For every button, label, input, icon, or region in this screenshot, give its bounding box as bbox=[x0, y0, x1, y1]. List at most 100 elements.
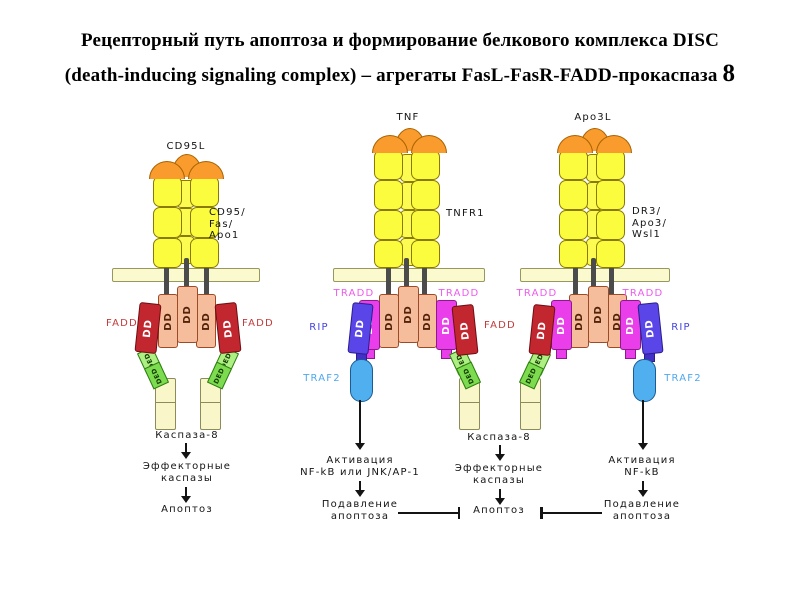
rip-label: RIP bbox=[309, 322, 329, 333]
receptor-block bbox=[596, 180, 625, 210]
dd-domain-pink-bar: DD bbox=[379, 294, 399, 348]
down-arrow bbox=[638, 481, 648, 497]
traf2-node bbox=[350, 359, 373, 402]
traf2-label: TRAF2 bbox=[303, 373, 341, 384]
dd-domain-pink-bar: DD bbox=[398, 286, 419, 343]
traf2-label: TRAF2 bbox=[664, 373, 702, 384]
fadd-label: FADD bbox=[242, 318, 274, 329]
receptor-block bbox=[153, 207, 182, 238]
receptor-block bbox=[190, 176, 219, 207]
apoptosis-suppression-label: Подавление апоптоза bbox=[603, 499, 681, 522]
receptor-stem bbox=[184, 258, 189, 300]
receptor-block bbox=[596, 210, 625, 240]
receptor-stem bbox=[204, 258, 209, 300]
receptor-block bbox=[374, 180, 403, 210]
dd-domain-label: DD bbox=[421, 311, 433, 331]
receptor-block bbox=[374, 150, 403, 180]
dd-domain-pink-bar: DD bbox=[158, 294, 178, 348]
receptor-block bbox=[153, 176, 182, 207]
apoptosis-label: Апоптоз bbox=[161, 504, 213, 515]
receptor-block bbox=[374, 240, 403, 268]
receptor-block bbox=[596, 150, 625, 180]
effector-caspases-label: Эффекторные каспазы bbox=[454, 463, 544, 486]
dd-domain-label: DD bbox=[200, 311, 212, 331]
dd-domain-label: DD bbox=[354, 318, 367, 339]
receptor-stem bbox=[404, 258, 409, 300]
dd-domain-label: DD bbox=[383, 311, 395, 331]
traf2-down-arrow bbox=[638, 400, 648, 450]
down-arrow bbox=[495, 445, 505, 461]
receptor-block bbox=[411, 180, 440, 210]
dd-domain-label: DD bbox=[162, 311, 174, 331]
fadd-domain-bar: DD bbox=[451, 303, 479, 357]
nfkb-jnk-activation-label: Активация NF-kB или JNK/AP-1 bbox=[300, 455, 420, 478]
dd-domain-pink-bar: DD bbox=[196, 294, 216, 348]
dd-domain-label: DD bbox=[181, 305, 193, 324]
nfkb-activation-label: Активация NF-kB bbox=[608, 455, 676, 478]
membrane-bar bbox=[333, 268, 485, 282]
fadd-domain-bar: DD bbox=[214, 301, 242, 355]
receptor-stem bbox=[386, 258, 391, 300]
receptor-block bbox=[153, 238, 182, 268]
traf2-node bbox=[633, 359, 656, 402]
receptor-block bbox=[596, 240, 625, 268]
tradd-label: TRADD bbox=[516, 288, 558, 299]
receptor-stem bbox=[422, 258, 427, 300]
receptor-stem bbox=[591, 258, 596, 300]
receptor-block bbox=[411, 240, 440, 268]
receptor-block bbox=[559, 180, 588, 210]
procaspase8-bar bbox=[459, 378, 480, 430]
fadd-label: FADD bbox=[106, 318, 138, 329]
dd-domain-pink-bar: DD bbox=[569, 294, 589, 348]
dd-domain-label: DD bbox=[221, 318, 235, 338]
dd-domain-label: DD bbox=[535, 320, 549, 340]
ded-domain-label: DED bbox=[149, 366, 164, 385]
receptor-label-dr3: DR3/ Apo3/ Wsl1 bbox=[632, 206, 668, 240]
tradd-label: TRADD bbox=[622, 288, 664, 299]
tradd-label: TRADD bbox=[438, 288, 480, 299]
dd-domain-label: DD bbox=[402, 305, 414, 324]
tradd-label: TRADD bbox=[333, 288, 375, 299]
slide-title-line2-number: 8 bbox=[722, 60, 736, 87]
receptor-block bbox=[411, 150, 440, 180]
dd-domain-pink-bar: DD bbox=[588, 286, 609, 343]
caspase8-label: Каспаза-8 bbox=[155, 430, 219, 441]
dd-domain-label: DD bbox=[458, 320, 472, 340]
dd-domain-label: DD bbox=[592, 305, 604, 324]
slide-title-line2: (death-inducing signaling complex) – агр… bbox=[0, 60, 800, 88]
receptor-block bbox=[559, 150, 588, 180]
receptor-block bbox=[559, 210, 588, 240]
receptor-stem bbox=[573, 258, 578, 300]
apoptosis-label: Апоптоз bbox=[473, 505, 525, 516]
ded-domain-label: DED bbox=[212, 366, 227, 385]
dd-domain-pink-bar: DD bbox=[177, 286, 198, 343]
dd-domain-label: DD bbox=[644, 318, 657, 339]
ligand-label-apo3l: Apo3L bbox=[574, 112, 612, 123]
receptor-label-tnfr1: TNFR1 bbox=[446, 208, 485, 219]
dd-domain-label: DD bbox=[555, 315, 567, 335]
receptor-block bbox=[374, 210, 403, 240]
caspase8-label: Каспаза-8 bbox=[467, 432, 531, 443]
receptor-block bbox=[559, 240, 588, 268]
ded-domain-label: DED bbox=[524, 366, 539, 385]
down-arrow bbox=[355, 481, 365, 497]
fadd-label: FADD bbox=[484, 320, 516, 331]
receptor-stem bbox=[609, 258, 614, 300]
dd-domain-label: DD bbox=[440, 315, 452, 335]
ligand-label-cd95l: CD95L bbox=[166, 141, 206, 152]
traf2-down-arrow bbox=[355, 400, 365, 450]
dd-domain-pink-bar: DD bbox=[417, 294, 437, 348]
ligand-label-tnf: TNF bbox=[396, 112, 420, 123]
rip-label: RIP bbox=[671, 322, 691, 333]
slide-title-line1: Рецепторный путь апоптоза и формирование… bbox=[80, 30, 720, 51]
slide-title-line2-text: (death-inducing signaling complex) – агр… bbox=[64, 65, 718, 86]
down-arrow bbox=[495, 489, 505, 505]
receptor-block bbox=[411, 210, 440, 240]
dd-domain-label: DD bbox=[141, 318, 155, 338]
rip-domain-bar: DD bbox=[637, 302, 664, 355]
receptor-block bbox=[190, 207, 219, 238]
effector-caspases-label: Эффекторные каспазы bbox=[142, 461, 232, 484]
apoptosis-suppression-label: Подавление апоптоза bbox=[321, 499, 399, 522]
ded-domain-label: DED bbox=[461, 366, 476, 385]
